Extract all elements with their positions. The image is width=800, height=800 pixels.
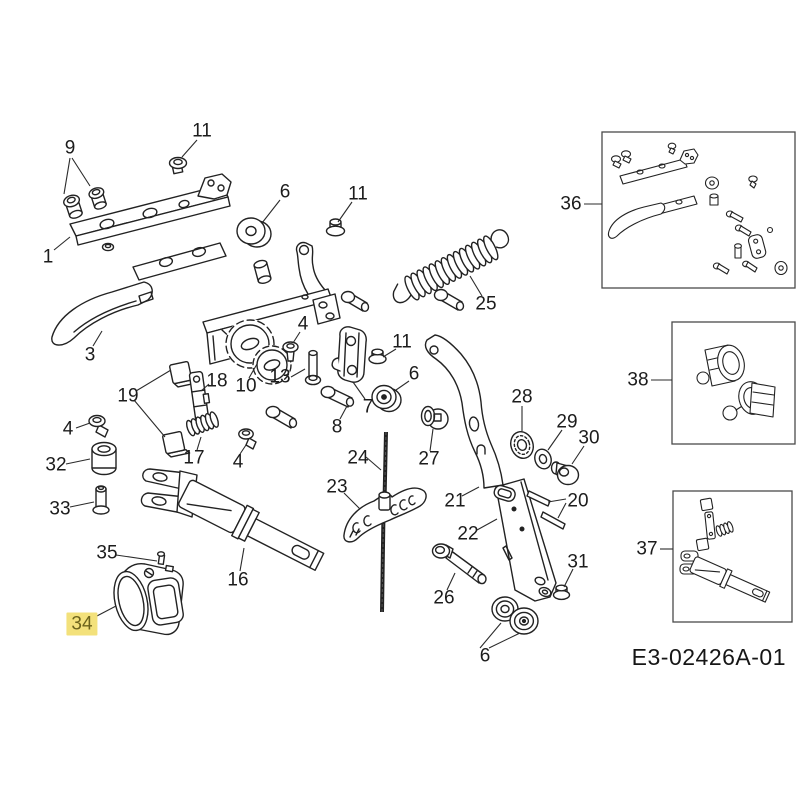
bolt-mid	[340, 290, 370, 313]
part-35-screw	[156, 551, 166, 566]
callout-8[interactable]: 8	[331, 416, 343, 438]
callout-32[interactable]: 32	[45, 454, 67, 476]
part-22-bracket	[493, 478, 557, 602]
part-23-sector	[343, 487, 427, 543]
part-30-button	[550, 461, 580, 486]
part-29-washer	[534, 448, 552, 470]
inset-box-37	[672, 490, 793, 623]
part-1-upper-bracket	[69, 173, 232, 252]
part-33-pin	[92, 485, 110, 515]
diagram-code: E3-02426A-01	[631, 644, 786, 670]
callout-11[interactable]: 11	[192, 120, 212, 142]
callout-6[interactable]: 6	[479, 645, 491, 667]
callout-4[interactable]: 4	[62, 418, 74, 440]
callout-18[interactable]: 18	[206, 370, 228, 392]
callout-1[interactable]: 1	[42, 246, 54, 268]
bolt-lower-left-of-plate	[265, 405, 298, 429]
part-17-spring	[185, 411, 219, 437]
part-26-bolt	[431, 543, 487, 585]
callout-36[interactable]: 36	[560, 193, 582, 215]
callout-4[interactable]: 4	[297, 313, 309, 335]
callout-9[interactable]: 9	[64, 137, 76, 159]
callout-37[interactable]: 37	[636, 538, 658, 560]
part-8-bolt	[320, 385, 355, 408]
part-32-bushing	[91, 441, 117, 476]
callout-33[interactable]: 33	[49, 498, 71, 520]
inset-38-clamps	[696, 344, 776, 421]
inset-36-assembly	[607, 142, 788, 276]
callout-7[interactable]: 7	[362, 396, 374, 418]
callout-6[interactable]: 6	[408, 363, 420, 385]
callout-35[interactable]: 35	[96, 542, 118, 564]
callout-28[interactable]: 28	[511, 386, 533, 408]
callout-20[interactable]: 20	[567, 490, 589, 512]
callout-24[interactable]: 24	[347, 447, 369, 469]
part-3-blade	[51, 242, 227, 346]
part-11-nut-right	[368, 348, 387, 365]
part-34-lamp	[113, 563, 184, 636]
callout-4[interactable]: 4	[232, 451, 244, 473]
bolt-right-of-plate	[433, 288, 465, 311]
callout-30[interactable]: 30	[578, 427, 600, 449]
callout-38[interactable]: 38	[627, 369, 649, 391]
callout-23[interactable]: 23	[326, 476, 348, 498]
part-18-link	[188, 370, 211, 429]
part-28-washer	[510, 431, 534, 459]
callout-13[interactable]: 13	[269, 366, 291, 388]
part-13-stud	[304, 349, 322, 386]
part-4-screw-right	[238, 428, 257, 450]
callout-16[interactable]: 16	[227, 569, 249, 591]
part-11-nut-mid	[325, 218, 346, 237]
callout-21[interactable]: 21	[444, 490, 466, 512]
part-25-spring	[392, 229, 510, 304]
part-20-pins	[526, 490, 566, 530]
callout-11[interactable]: 11	[392, 331, 412, 353]
part-10-plate-assembly	[202, 241, 341, 385]
leader-lines	[53, 139, 673, 649]
callout-25[interactable]: 25	[475, 293, 497, 315]
inset-box-38	[671, 321, 796, 445]
part-16-damper	[140, 468, 325, 571]
inset-box-36	[601, 131, 796, 289]
callout-29[interactable]: 29	[556, 411, 578, 433]
callout-11[interactable]: 11	[348, 183, 368, 205]
part-31-nut	[552, 584, 571, 601]
callout-27[interactable]: 27	[418, 448, 440, 470]
callout-31[interactable]: 31	[567, 551, 589, 573]
callout-22[interactable]: 22	[457, 523, 479, 545]
part-7-clevis	[331, 326, 367, 383]
part-11-screw-topleft	[168, 156, 188, 175]
part-27-roller	[420, 405, 449, 430]
callout-19[interactable]: 19	[117, 385, 139, 407]
part-24-cable	[380, 431, 388, 613]
part-6-pulleys-bottom	[491, 596, 539, 635]
callout-3[interactable]: 3	[84, 344, 96, 366]
callout-10[interactable]: 10	[235, 375, 257, 397]
callout-17[interactable]: 17	[183, 447, 205, 469]
callout-6[interactable]: 6	[279, 181, 291, 203]
callout-34[interactable]: 34	[66, 612, 98, 636]
part-4-screw-left	[88, 414, 109, 438]
part-4-screw-center	[282, 341, 299, 362]
part-6-pulley-mid	[371, 384, 402, 413]
part-6-roller-top	[236, 217, 272, 284]
part-9-bolts	[63, 187, 107, 219]
inset-37-damper-kit	[679, 497, 771, 603]
callout-26[interactable]: 26	[433, 587, 455, 609]
